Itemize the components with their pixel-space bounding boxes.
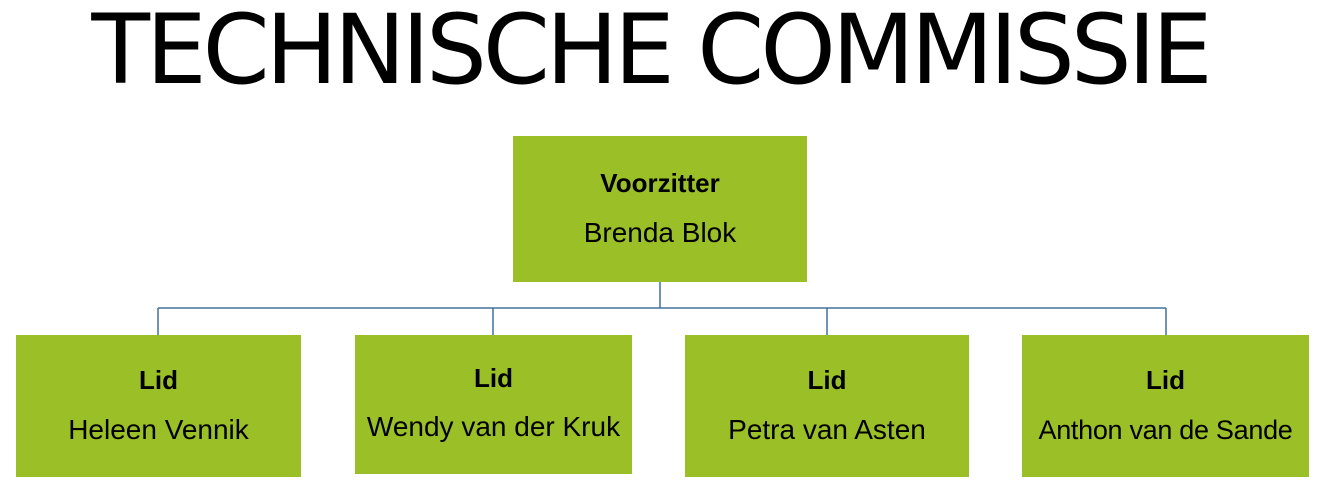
member-node-wendy-van-der-kruk: Lid Wendy van der Kruk — [355, 335, 632, 474]
chair-node: Voorzitter Brenda Blok — [513, 136, 807, 282]
chair-role: Voorzitter — [600, 168, 720, 198]
member-name: Petra van Asten — [728, 414, 926, 445]
diagram-title: TECHNISCHE COMMISSIE — [91, 0, 1212, 106]
member-name: Wendy van der Kruk — [366, 411, 621, 442]
member-name: Anthon van de Sande — [1038, 415, 1293, 445]
member-node-heleen-vennik: Lid Heleen Vennik — [16, 335, 301, 477]
chair-name: Brenda Blok — [583, 217, 737, 248]
member-role: Lid — [807, 365, 847, 395]
member-role: Lid — [1146, 365, 1185, 395]
member-name: Heleen Vennik — [68, 414, 249, 445]
member-role: Lid — [474, 363, 513, 393]
member-node-anthon-van-de-sande: Lid Anthon van de Sande — [1022, 335, 1309, 477]
member-node-petra-van-asten: Lid Petra van Asten — [685, 335, 969, 477]
member-role: Lid — [139, 365, 178, 395]
